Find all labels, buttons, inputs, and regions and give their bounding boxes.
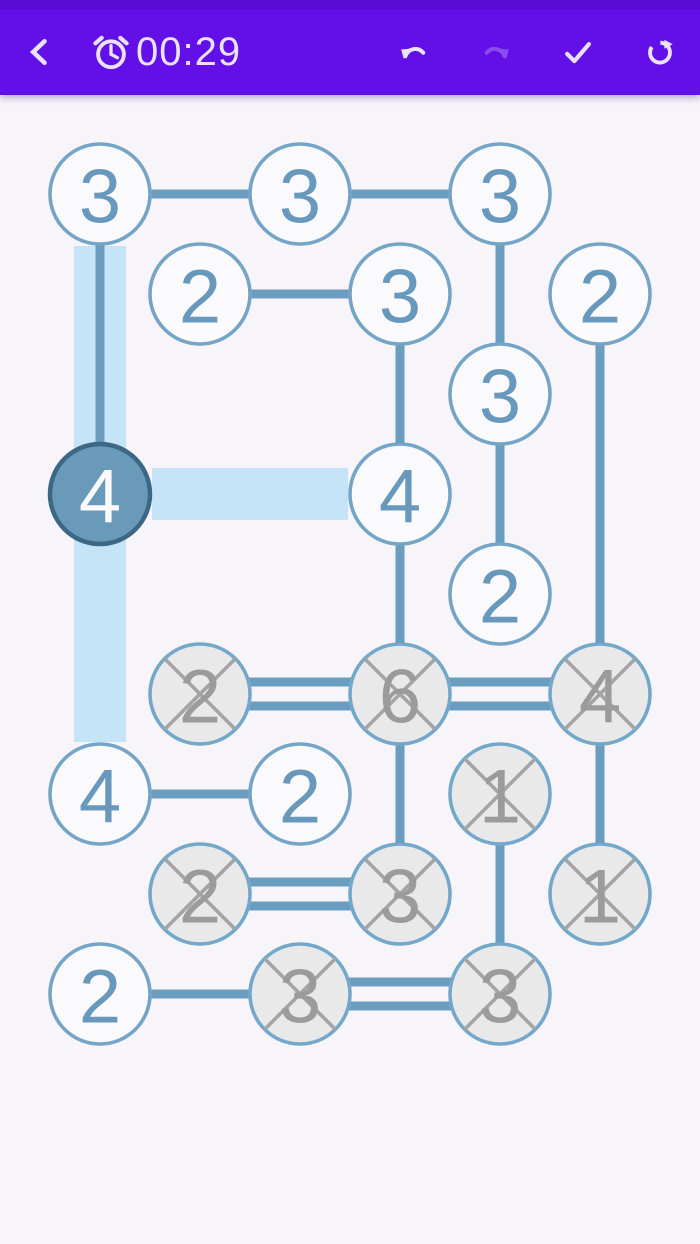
island-circle[interactable] (148, 242, 252, 346)
alarm-clock-icon (93, 35, 129, 70)
puzzle-node-n19-value-2[interactable]: 2 (48, 942, 152, 1046)
puzzle-node-n14-value-2[interactable]: 2 (248, 742, 352, 846)
island-value: 4 (379, 455, 421, 540)
back-button[interactable] (16, 28, 64, 76)
island-value: 2 (179, 655, 221, 740)
solved-cross-icon (163, 857, 237, 931)
timer-value: 00:29 (136, 30, 242, 74)
puzzle-node-n21-value-3[interactable]: 3 (448, 942, 552, 1046)
solved-cross-icon (263, 957, 337, 1031)
island-value: 2 (179, 255, 221, 340)
puzzle-node-n13-value-4[interactable]: 4 (48, 742, 152, 846)
island-circle[interactable] (548, 242, 652, 346)
puzzle-node-n10-value-2[interactable]: 2 (148, 642, 252, 746)
puzzle-node-n1-value-3[interactable]: 3 (248, 142, 352, 246)
solved-cross-icon (363, 657, 437, 731)
puzzle-node-n5-value-2[interactable]: 2 (548, 242, 652, 346)
puzzle-node-n9-value-2[interactable]: 2 (448, 542, 552, 646)
island-value: 2 (479, 555, 521, 640)
confirm-button[interactable] (554, 28, 602, 76)
restart-button[interactable] (636, 28, 684, 76)
back-icon (29, 38, 47, 66)
island-value: 1 (579, 855, 621, 940)
island-circle[interactable] (48, 942, 152, 1046)
puzzle-node-n8-value-4[interactable]: 4 (348, 442, 452, 546)
island-value: 2 (279, 755, 321, 840)
island-value: 1 (479, 755, 521, 840)
horizontal-band-from-selected (152, 468, 348, 520)
island-value: 3 (79, 155, 121, 240)
island-circle[interactable] (448, 542, 552, 646)
solved-cross-icon (463, 757, 537, 831)
island-value: 3 (279, 955, 321, 1040)
island-circle[interactable] (48, 142, 152, 246)
redo-button[interactable] (472, 28, 520, 76)
puzzle-node-n6-value-3[interactable]: 3 (448, 342, 552, 446)
island-value: 2 (79, 955, 121, 1040)
timer: 00:29 (90, 31, 241, 73)
island-circle[interactable] (248, 742, 352, 846)
puzzle-node-n15-value-1[interactable]: 1 (448, 742, 552, 846)
island-circle[interactable] (448, 142, 552, 246)
island-circle[interactable] (248, 142, 352, 246)
island-value: 3 (479, 155, 521, 240)
island-value: 2 (179, 855, 221, 940)
island-value: 6 (379, 655, 421, 740)
island-value: 3 (479, 355, 521, 440)
puzzle-node-n7-value-4[interactable]: 4 (47, 441, 153, 547)
selected-island-circle[interactable] (47, 441, 153, 547)
undo-button[interactable] (390, 28, 438, 76)
island-value: 3 (479, 955, 521, 1040)
redo-icon (484, 46, 509, 59)
island-value: 2 (579, 255, 621, 340)
undo-icon (401, 46, 426, 59)
puzzle-node-n18-value-1[interactable]: 1 (548, 842, 652, 946)
puzzle-node-n11-value-6[interactable]: 6 (348, 642, 452, 746)
puzzle-node-n0-value-3[interactable]: 3 (48, 142, 152, 246)
island-value: 4 (79, 755, 121, 840)
puzzle-node-n3-value-2[interactable]: 2 (148, 242, 252, 346)
puzzle-node-n16-value-2[interactable]: 2 (148, 842, 252, 946)
island-value: 4 (579, 655, 621, 740)
puzzle-node-n17-value-3[interactable]: 3 (348, 842, 452, 946)
island-value: 3 (379, 855, 421, 940)
solved-cross-icon (163, 657, 237, 731)
check-icon (565, 42, 591, 64)
solved-cross-icon (563, 657, 637, 731)
solved-cross-icon (563, 857, 637, 931)
island-circle[interactable] (348, 242, 452, 346)
puzzle-node-n12-value-4[interactable]: 4 (548, 642, 652, 746)
puzzle-node-n4-value-3[interactable]: 3 (348, 242, 452, 346)
status-bar (0, 0, 700, 9)
island-circle[interactable] (48, 742, 152, 846)
island-value: 3 (279, 155, 321, 240)
island-value: 4 (79, 455, 121, 540)
puzzle-node-n2-value-3[interactable]: 3 (448, 142, 552, 246)
solved-cross-icon (363, 857, 437, 931)
puzzle-node-n20-value-3[interactable]: 3 (248, 942, 352, 1046)
island-circle[interactable] (348, 442, 452, 546)
island-circle[interactable] (448, 342, 552, 446)
island-value: 3 (379, 255, 421, 340)
refresh-icon (648, 39, 673, 65)
app-bar: 00:29 (0, 0, 700, 95)
solved-cross-icon (463, 957, 537, 1031)
